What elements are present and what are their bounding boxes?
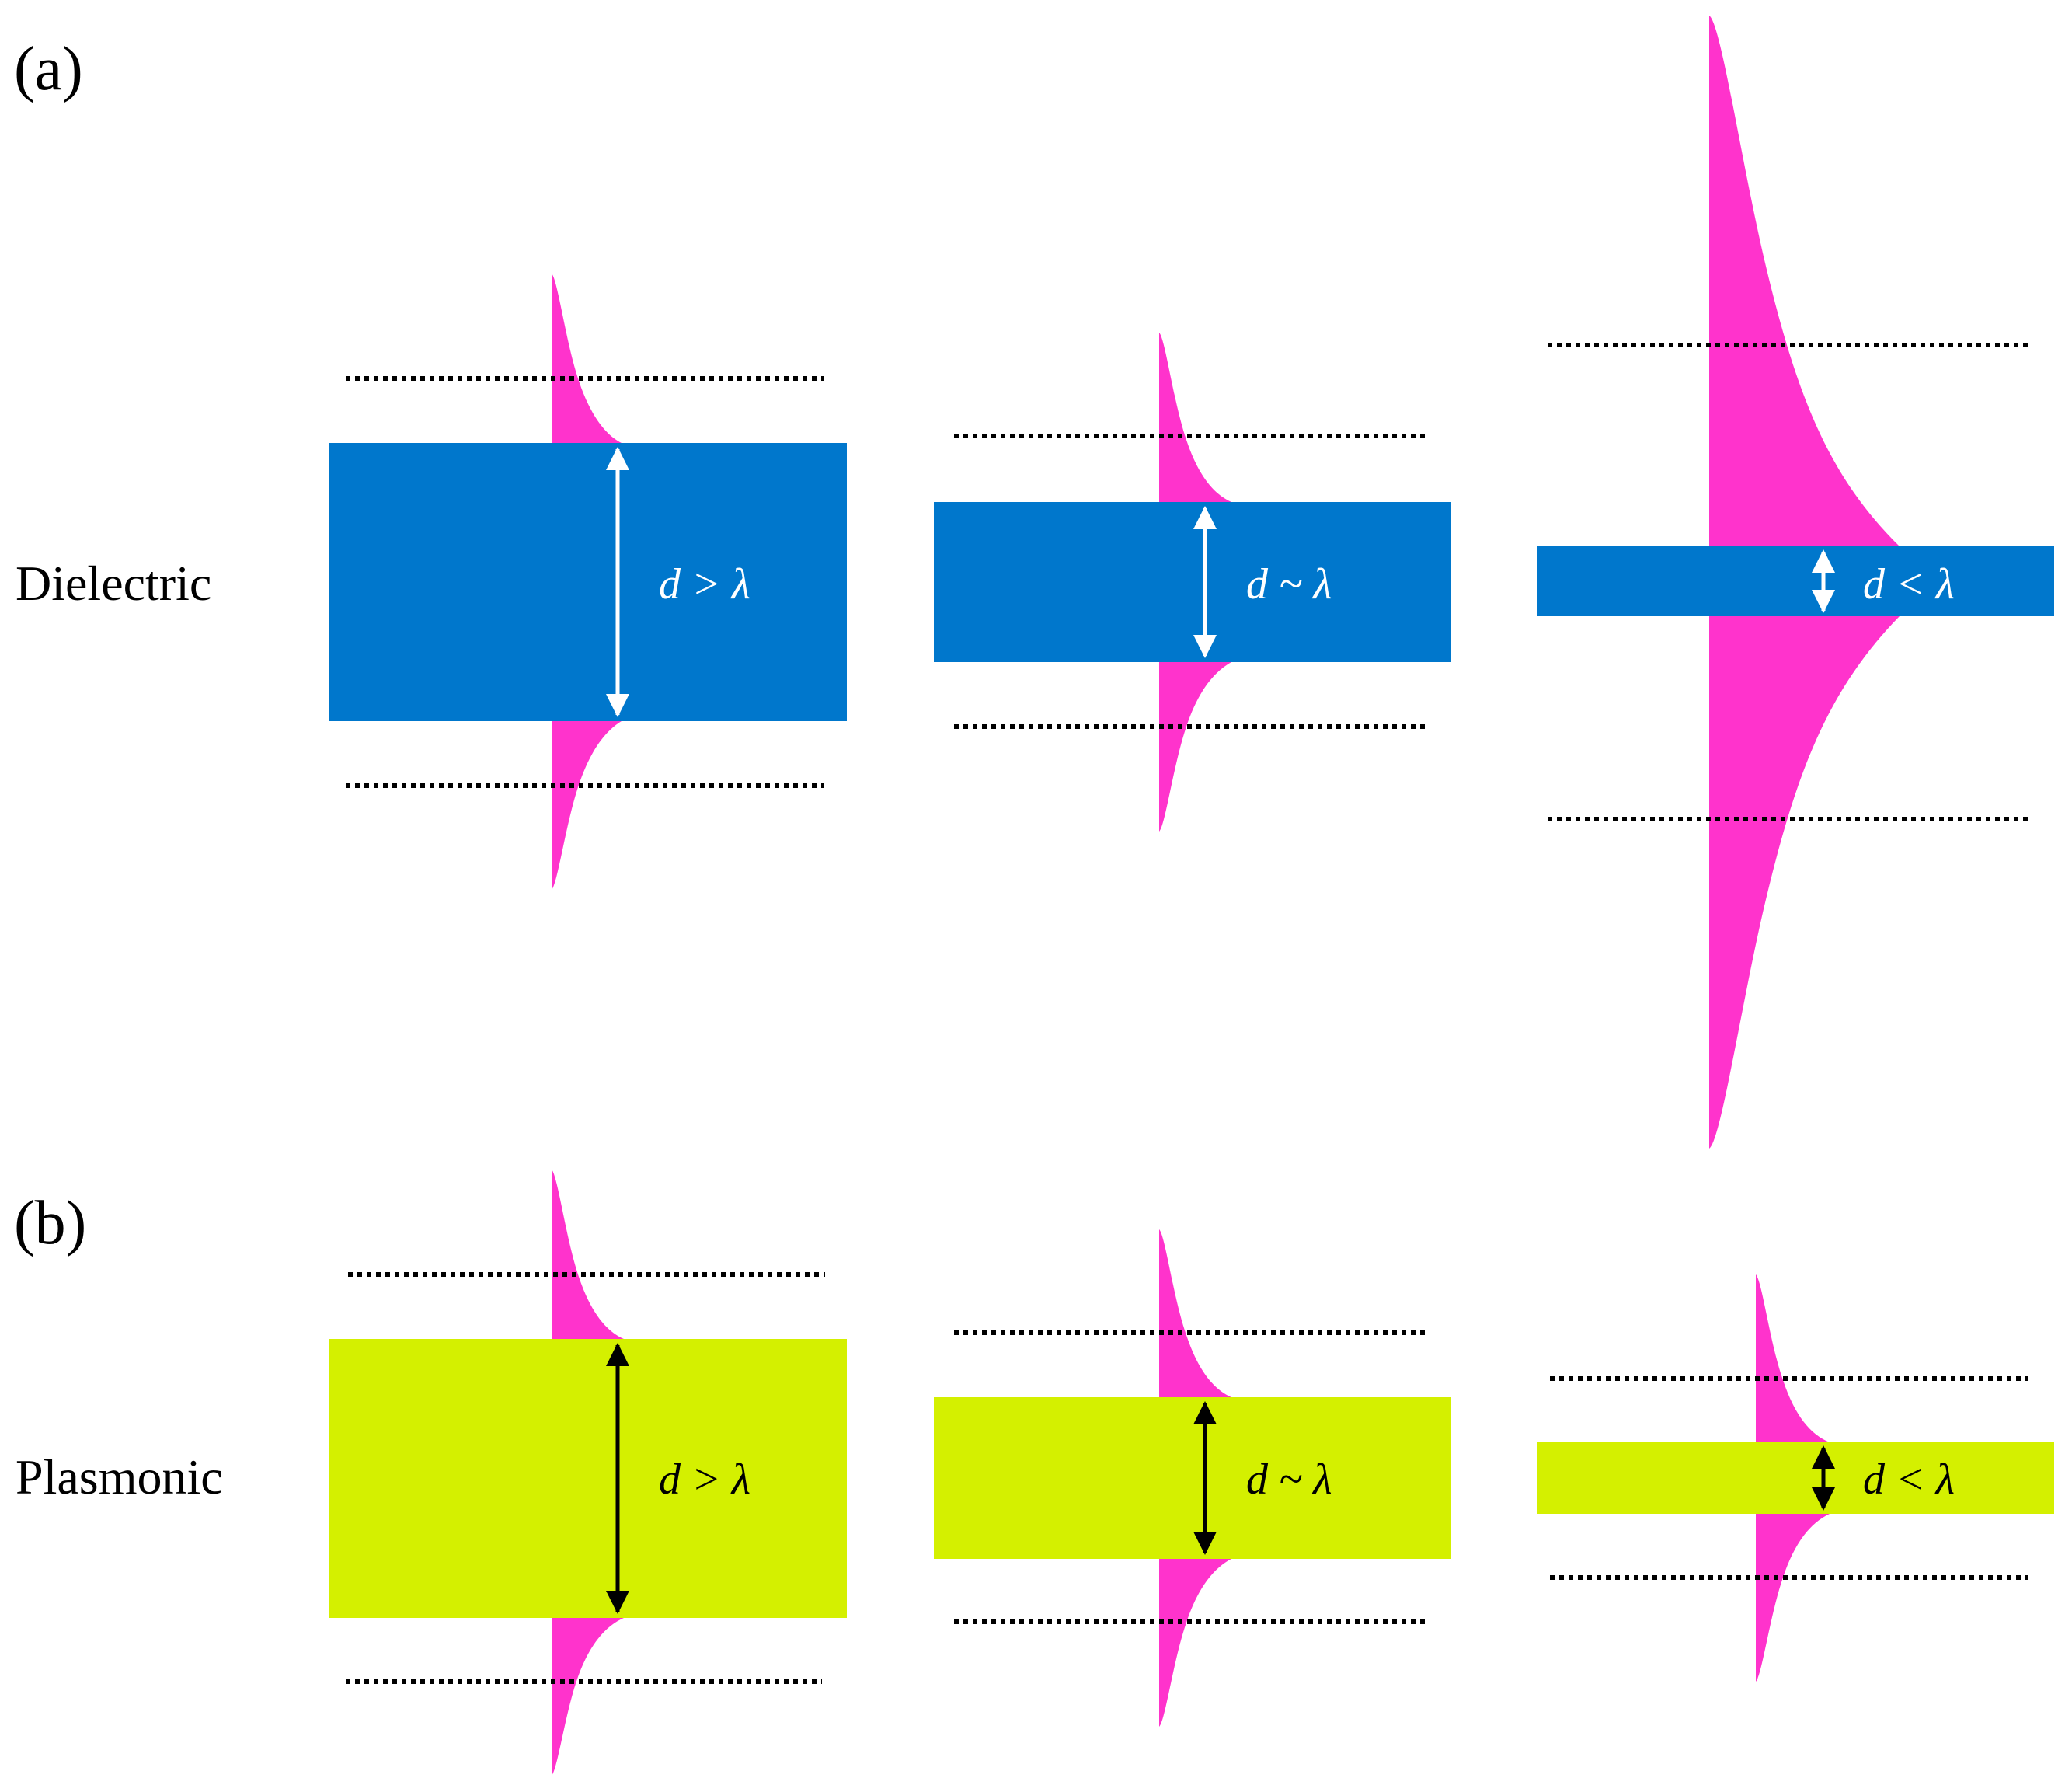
condition-label: d > λ <box>659 560 750 608</box>
plasmonic-slab <box>329 1339 847 1618</box>
dielectric-slab <box>329 443 847 721</box>
plasmonic-medium-slab-case: d ~ λ <box>934 1229 1451 1727</box>
dielectric-slab <box>934 502 1451 662</box>
field-profile-top <box>1756 1274 1830 1442</box>
panel-b-label: (b) <box>14 1189 86 1257</box>
condition-label: d < λ <box>1863 560 1955 608</box>
plasmonic-slab <box>1537 1442 2054 1514</box>
field-profile-bottom <box>1159 1559 1231 1727</box>
field-profile-bottom <box>552 1618 624 1776</box>
dielectric-thick-slab-case: d > λ <box>329 274 847 890</box>
plasmonic-row-label: Plasmonic <box>16 1449 223 1504</box>
field-profile-bottom <box>1159 662 1231 832</box>
field-profile-top <box>1709 16 1900 546</box>
plasmonic-thin-slab-case: d < λ <box>1537 1274 2054 1682</box>
field-profile-top <box>552 274 622 443</box>
field-profile-top <box>552 1170 624 1339</box>
plasmonic-slab <box>934 1397 1451 1559</box>
field-profile-bottom <box>1756 1514 1830 1682</box>
field-profile-top <box>1159 333 1231 502</box>
panel-a-label: (a) <box>14 35 83 103</box>
condition-label: d ~ λ <box>1246 560 1332 608</box>
dielectric-row-label: Dielectric <box>16 556 211 611</box>
field-profile-top <box>1159 1229 1231 1397</box>
field-profile-bottom <box>1709 616 1900 1149</box>
condition-label: d > λ <box>659 1456 750 1504</box>
dielectric-slab <box>1537 546 2054 616</box>
dielectric-medium-slab-case: d ~ λ <box>934 333 1451 832</box>
plasmonic-thick-slab-case: d > λ <box>329 1170 847 1776</box>
condition-label: d < λ <box>1863 1456 1955 1504</box>
field-profile-bottom <box>552 721 622 890</box>
dielectric-thin-slab-case: d < λ <box>1537 16 2054 1149</box>
condition-label: d ~ λ <box>1246 1456 1332 1504</box>
